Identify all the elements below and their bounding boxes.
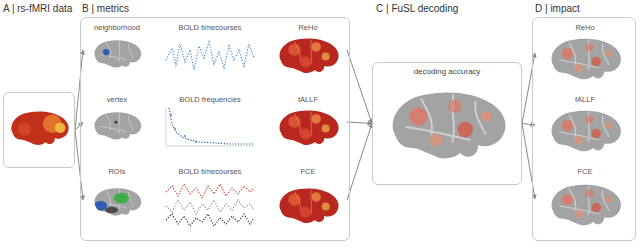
panel-box: C | FuSL decodingdecoding accuracy xyxy=(372,62,522,185)
metric-item: neighborhood xyxy=(83,21,151,79)
brain-icon xyxy=(94,40,141,67)
metric-label: BOLD frequencies xyxy=(157,93,263,104)
panel-box: A | rs-fMRI data xyxy=(3,92,75,168)
bold-timecourse-plot xyxy=(166,42,254,70)
brain-map xyxy=(393,93,506,159)
metric-label: fALLF xyxy=(535,93,635,104)
metric-label: vertex xyxy=(83,93,151,104)
metric-item: ROIs xyxy=(83,165,151,235)
flow-arrow xyxy=(75,130,83,200)
metric-item: vertex xyxy=(83,93,151,151)
metric-item: FCE xyxy=(535,165,635,233)
metric-item: fALLF xyxy=(269,93,347,151)
metric-label: ReHo xyxy=(269,21,347,32)
metric-label: FCE xyxy=(535,165,635,176)
brain-icon xyxy=(94,188,141,215)
flow-arrow xyxy=(347,122,372,124)
flow-arrow xyxy=(522,53,535,124)
metric-item: ReHo xyxy=(535,21,635,85)
metric-item: BOLD timecourses xyxy=(157,21,263,79)
flow-arrow xyxy=(75,50,83,130)
flow-arrow xyxy=(522,124,535,200)
metric-label: FCE xyxy=(269,165,347,176)
flow-arrow xyxy=(522,124,535,126)
metric-item: ReHo xyxy=(269,21,347,79)
brain-image xyxy=(11,111,68,144)
panel-box: D | impactReHofALLFFCE xyxy=(532,17,636,241)
metric-item: BOLD timecourses xyxy=(157,165,263,235)
brain-map xyxy=(552,39,621,80)
panel-heading: A | rs-fMRI data xyxy=(3,3,72,15)
metric-item: FCE xyxy=(269,165,347,235)
metric-label: ROIs xyxy=(83,165,151,176)
panel-heading: B | metrics xyxy=(82,3,129,15)
metric-label: ReHo xyxy=(535,21,635,32)
flow-arrow xyxy=(347,124,372,201)
brain-icon xyxy=(94,112,141,139)
brain-map xyxy=(552,185,621,226)
brain-map xyxy=(280,110,339,144)
brain-map xyxy=(280,188,339,222)
metric-label: fALLF xyxy=(269,93,347,104)
brain-map xyxy=(552,111,621,152)
metric-label: BOLD timecourses xyxy=(157,165,263,176)
flow-arrow xyxy=(75,122,83,130)
flow-arrow xyxy=(347,50,372,124)
panel-heading: C | FuSL decoding xyxy=(376,3,458,15)
panel-subtitle: decoding accuracy xyxy=(373,63,521,77)
metric-item: fALLF xyxy=(535,93,635,157)
panel-box: B | metricsneighborhoodBOLD timecoursesR… xyxy=(80,17,350,241)
brain-map xyxy=(280,38,339,72)
metric-label: BOLD timecourses xyxy=(157,21,263,32)
metric-item: BOLD frequencies xyxy=(157,93,263,151)
bold-frequency-plot xyxy=(166,108,254,146)
roi-timecourse-plot xyxy=(166,184,254,226)
metric-label: neighborhood xyxy=(83,21,151,32)
panel-heading: D | impact xyxy=(535,3,580,15)
